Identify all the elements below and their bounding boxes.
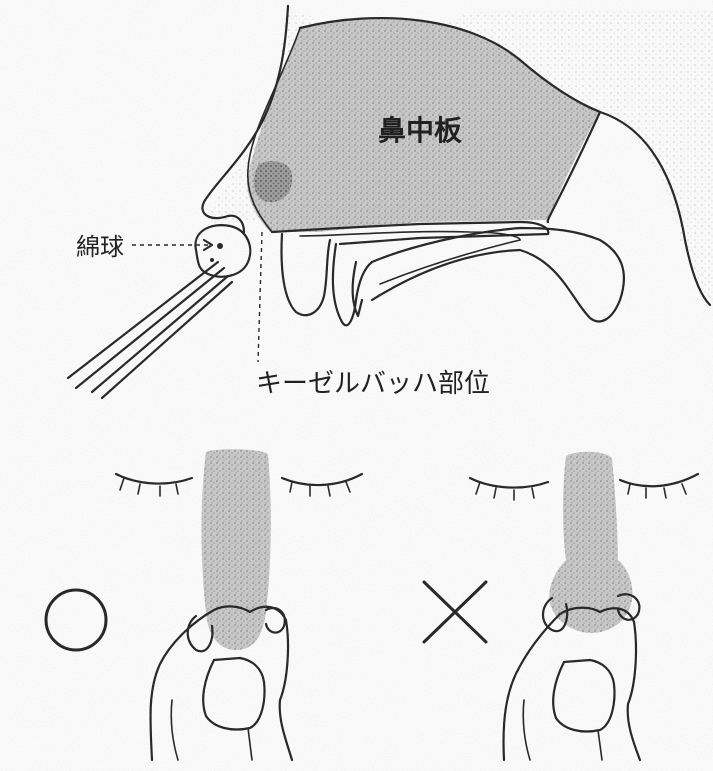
right-eye-closed-2 [620, 474, 698, 486]
left-eye-closed [116, 474, 192, 484]
cotton-center-dot [217, 243, 223, 249]
finger-correct [266, 608, 285, 633]
incorrect-cross-mark [424, 582, 486, 642]
incorrect-compression-panel [424, 452, 698, 760]
left-eye-closed-2 [470, 478, 548, 488]
palm-incorrect [553, 660, 614, 732]
right-eye-closed [282, 474, 362, 485]
correct-compression-panel [46, 449, 362, 760]
correct-circle-mark [46, 590, 106, 650]
hand-incorrect [504, 608, 640, 760]
septum-label: 鼻中板 [378, 114, 462, 147]
forceps-arm-2 [76, 268, 224, 388]
cotton-label: 綿球 [76, 233, 124, 261]
nasal-cross-section: 鼻中板 綿球 キーゼルバッハ部位 [68, 6, 713, 399]
kiesselbach-leader [258, 232, 262, 362]
palm-correct [203, 658, 264, 730]
kiesselbach-label: キーゼルバッハ部位 [256, 369, 490, 399]
nose-shade-correct [202, 449, 271, 650]
forceps-arm-3 [92, 276, 228, 392]
palate-tooth-1 [282, 234, 330, 315]
palate-lower [372, 228, 624, 321]
forceps-arm-4 [102, 282, 232, 398]
posterior-shade [600, 112, 713, 305]
